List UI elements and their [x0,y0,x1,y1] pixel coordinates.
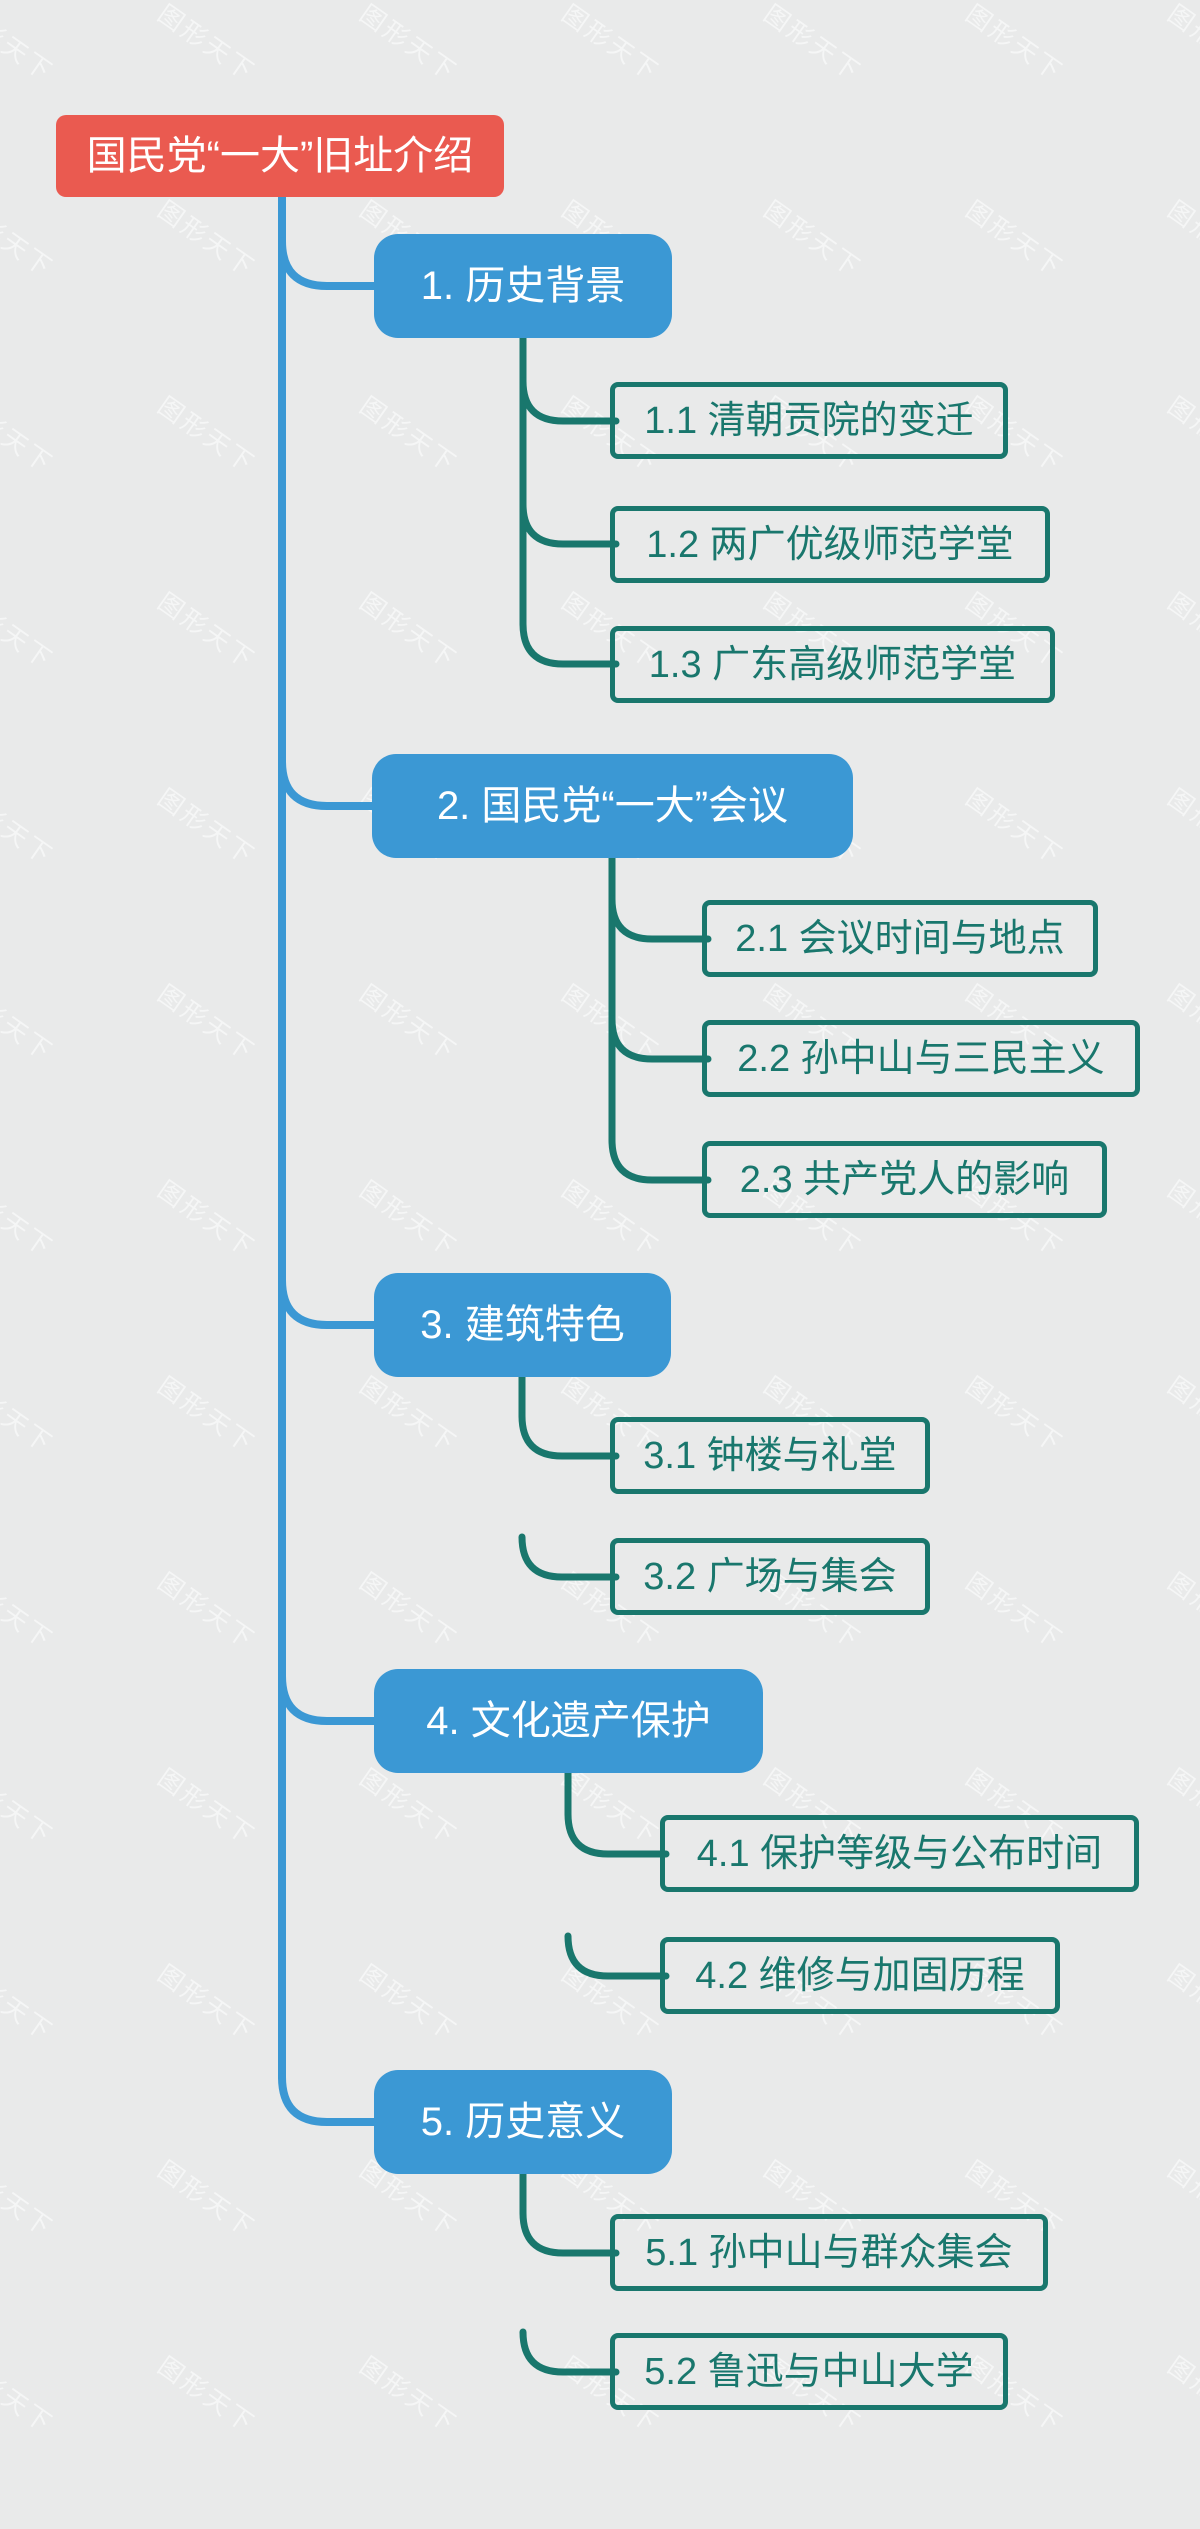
branch-line-2 [278,757,384,810]
subtopic-node-3-2[interactable]: 3.2 广场与集会 [610,1538,930,1615]
branch-node-5[interactable]: 5. 历史意义 [374,2070,672,2174]
root-node[interactable]: 国民党“一大”旧址介绍 [56,115,504,197]
subbranch-line-2-2 [608,1015,712,1063]
subtopic-node-1-3[interactable]: 1.3 广东高级师范学堂 [610,626,1055,703]
subbranch-line-5-1 [519,2209,620,2257]
subtopic-node-1-1[interactable]: 1.1 清朝贡院的变迁 [610,382,1008,459]
subbranch-line-2-1 [608,895,712,943]
subbranch-line-4-1 [564,1810,670,1858]
subbranch-line-1-1 [519,377,620,425]
branch-line-5 [278,2073,384,2126]
subtopic-node-2-2[interactable]: 2.2 孙中山与三民主义 [702,1020,1140,1097]
branch-line-1 [278,237,384,290]
branch-node-3[interactable]: 3. 建筑特色 [374,1273,671,1377]
subtopic-node-1-2[interactable]: 1.2 两广优级师范学堂 [610,506,1050,583]
subbranch-line-5-2 [519,2328,620,2376]
branch-node-4[interactable]: 4. 文化遗产保护 [374,1669,763,1773]
subbranch-line-1-2 [519,500,620,548]
branch-line-4 [278,1672,384,1725]
subtopic-node-5-2[interactable]: 5.2 鲁迅与中山大学 [610,2333,1008,2410]
subbranch-line-3-1 [518,1412,620,1460]
subtopic-node-4-1[interactable]: 4.1 保护等级与公布时间 [660,1815,1139,1892]
subtopic-node-2-3[interactable]: 2.3 共产党人的影响 [702,1141,1107,1218]
subbranch-line-4-2 [564,1932,670,1980]
subtopic-node-5-1[interactable]: 5.1 孙中山与群众集会 [610,2214,1048,2291]
subbranch-line-1-3 [519,620,620,668]
branch-line-3 [278,1276,384,1329]
subbranch-line-3-2 [518,1533,620,1581]
branch-node-1[interactable]: 1. 历史背景 [374,234,672,338]
subtopic-node-4-2[interactable]: 4.2 维修与加固历程 [660,1937,1060,2014]
branch-node-2[interactable]: 2. 国民党“一大”会议 [372,754,853,858]
subbranch-line-2-3 [608,1136,712,1184]
subtopic-node-2-1[interactable]: 2.1 会议时间与地点 [702,900,1098,977]
subtopic-node-3-1[interactable]: 3.1 钟楼与礼堂 [610,1417,930,1494]
